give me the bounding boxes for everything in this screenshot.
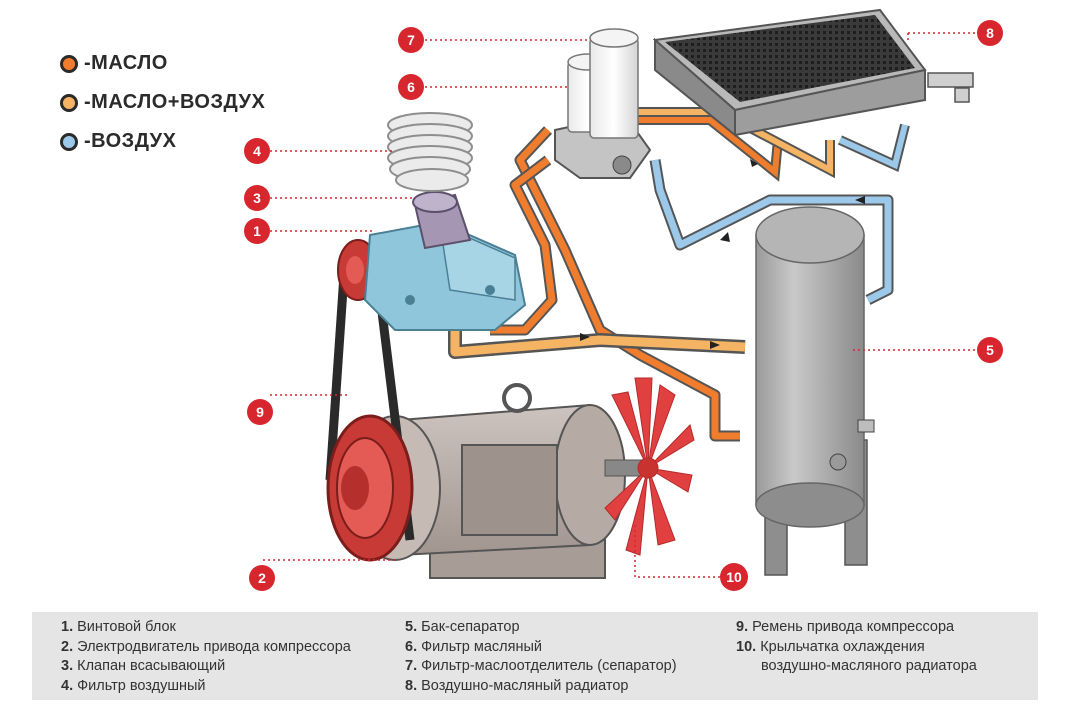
part-item: 3. Клапан всасывающий [61,658,226,674]
legend-oil-label: -МАСЛО [84,52,168,74]
svg-text:2: 2 [258,570,266,586]
parts-list: 1. Винтовой блок 2. Электродвигатель при… [32,612,1038,700]
part-item: 9. Ремень привода компрессора [736,619,955,635]
compressor-diagram: 4 3 1 9 2 7 6 8 5 10 [244,8,1003,591]
part-item: воздушно-масляного радиатора [761,658,977,674]
screw-block [363,220,527,331]
svg-text:8: 8 [986,25,994,41]
svg-text:6: 6 [407,79,415,95]
part-item: 6. Фильтр масляный [405,638,542,655]
callout-9: 9 [247,399,273,425]
pipes [448,107,910,442]
parts-list-col-2: 5. Бак-сепаратор 6. Фильтр масляный 7. Ф… [405,618,677,696]
svg-text:3: 3 [253,190,261,206]
callout-2: 2 [249,565,275,591]
callout-lines [263,32,975,578]
oil-separator-filter [589,28,639,139]
air-oil-radiator [652,8,974,138]
part-item: 1. Винтовой блок [61,619,176,635]
svg-text:7: 7 [407,32,415,48]
intake-valve [412,191,472,250]
callout-3: 3 [244,185,270,211]
oil-dot-icon [60,54,78,73]
part-item: 4. Фильтр воздушный [61,677,206,694]
legend: -МАСЛО -МАСЛО+ВОЗДУХ -ВОЗДУХ [60,44,265,161]
motor-pulley [326,414,414,562]
air-dot-icon [60,132,78,151]
legend-air-label: -ВОЗДУХ [84,130,177,152]
part-item: 7. Фильтр-маслоотделитель (сепаратор) [405,658,677,674]
part-item: 8. Воздушно-масляный радиатор [405,677,629,694]
callout-8: 8 [977,20,1003,46]
flow-arrows [580,159,865,349]
svg-text:4: 4 [253,143,261,159]
callout-7: 7 [398,27,424,53]
parts-list-col-3: 9. Ремень привода компрессора 10. Крыльч… [736,618,977,677]
callout-5: 5 [977,337,1003,363]
air-filter [387,112,473,192]
cooling-fan [604,377,695,556]
part-item: 10. Крыльчатка охлаждения [736,638,925,655]
part-item: 2. Электродвигатель привода компрессора [61,638,351,655]
legend-oil: -МАСЛО [60,44,265,83]
callout-6: 6 [398,74,424,100]
separator-tank [755,206,875,576]
svg-text:5: 5 [986,342,994,358]
parts-list-col-1: 1. Винтовой блок 2. Электродвигатель при… [61,618,351,696]
svg-text:10: 10 [726,569,742,585]
legend-oil-air-label: -МАСЛО+ВОЗДУХ [84,91,266,113]
legend-oil-air: -МАСЛО+ВОЗДУХ [60,83,265,122]
oil-air-dot-icon [60,93,78,112]
svg-text:9: 9 [256,404,264,420]
callout-1: 1 [244,218,270,244]
legend-air: -ВОЗДУХ [60,122,265,161]
callout-4: 4 [244,138,270,164]
svg-text:1: 1 [253,223,261,239]
callout-10: 10 [720,563,748,591]
part-item: 5. Бак-сепаратор [405,619,520,635]
